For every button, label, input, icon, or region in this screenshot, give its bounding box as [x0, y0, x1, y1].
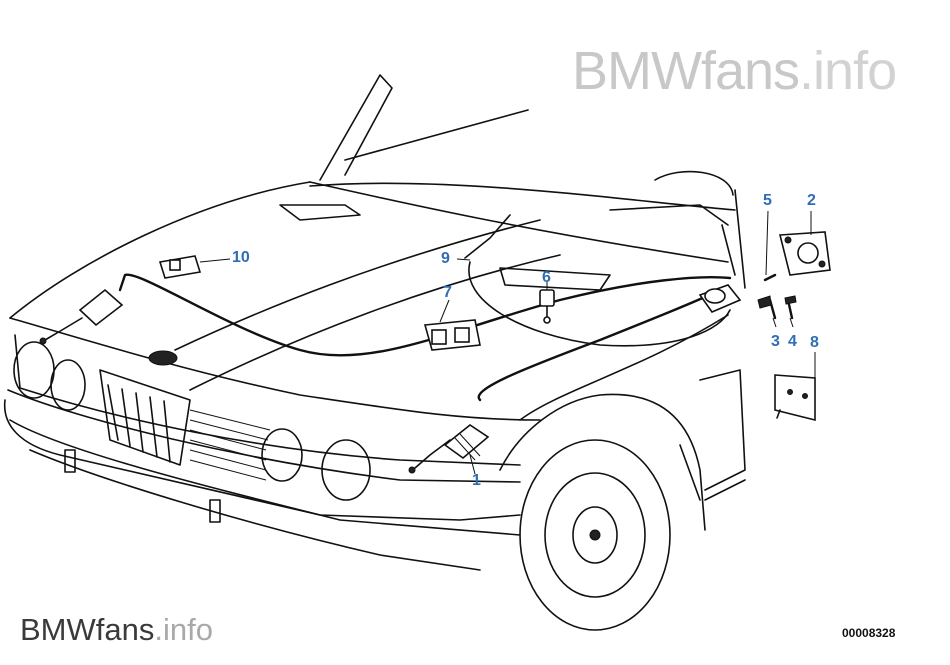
part-10-connector	[158, 255, 202, 279]
pump	[698, 284, 742, 313]
watermark-top: BMWfans.info	[572, 40, 897, 102]
part-7-clip	[423, 319, 481, 351]
part-1-nozzle	[408, 424, 490, 474]
windshield	[309, 74, 746, 289]
callout-7[interactable]: 7	[443, 284, 452, 301]
diagram-code: 00008328	[842, 626, 896, 640]
watermark-top-tld: .info	[799, 41, 897, 101]
part-8-plate	[774, 374, 816, 422]
watermark-bottom[interactable]: BMWfans.info	[20, 612, 213, 648]
front-end	[7, 334, 521, 501]
callout-2[interactable]: 2	[807, 192, 816, 209]
bumper	[3, 399, 521, 571]
washer-hose	[118, 214, 732, 402]
watermark-bottom-tld: .info	[154, 612, 213, 647]
fender-wheel	[499, 314, 746, 631]
leader-lines	[199, 210, 816, 475]
callout-3[interactable]: 3	[771, 333, 780, 350]
watermark-top-domain: BMWfans	[572, 41, 800, 101]
callout-8[interactable]: 8	[810, 334, 819, 351]
part-2-bracket	[778, 231, 831, 276]
callout-6[interactable]: 6	[542, 269, 551, 286]
callout-4[interactable]: 4	[788, 333, 797, 350]
callout-9[interactable]: 9	[441, 250, 450, 267]
left-nozzle	[39, 288, 124, 345]
callout-5[interactable]: 5	[763, 192, 772, 209]
callout-10[interactable]: 10	[232, 249, 250, 266]
callout-1[interactable]: 1	[472, 472, 481, 489]
watermark-bottom-domain: BMWfans	[20, 612, 155, 647]
part-6-valve	[539, 289, 555, 324]
screws-3-4-5	[757, 273, 797, 320]
